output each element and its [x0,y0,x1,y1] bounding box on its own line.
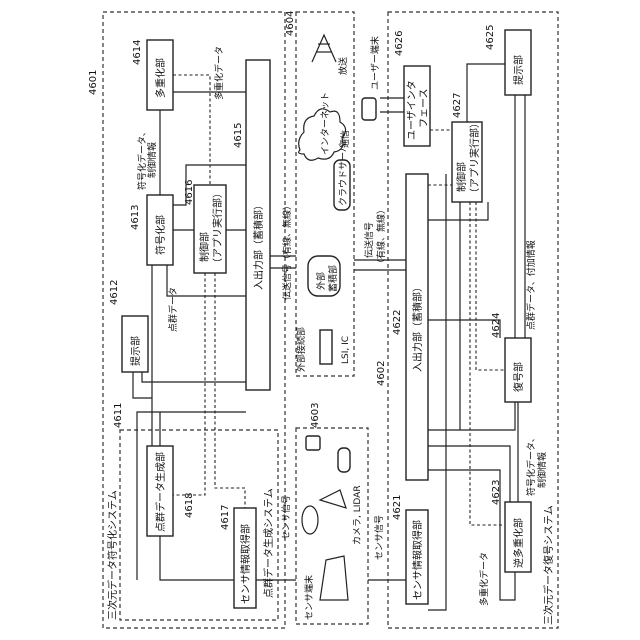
label-external-storage-2: 蓄積部 [327,265,339,292]
camera-icon [338,448,350,472]
label-encoded-data-1: 符号化データ、 [136,127,148,190]
ref-4612: 4612 [109,280,120,305]
label-cloud-server: クラウドサーバ [338,143,349,206]
ref-4611: 4611 [113,403,124,428]
block-4627-label-1: 制御部 [455,162,468,192]
label-control-info: 制御情報 [146,142,158,178]
label-internet: インターネット [320,92,331,155]
ref-4615: 4615 [233,123,244,148]
ref-4617: 4617 [220,505,231,530]
label-multiplexed-data-bottom: 多重化データ [478,552,490,606]
ref-4613: 4613 [130,205,141,230]
lsi-chip-icon [320,330,332,364]
pc-generation-system-label: 点群データ生成システム [262,488,275,598]
label-lsi: LSI, IC [341,336,351,364]
decoding-system-label: 三次元データ復号システム [542,505,555,625]
ref-4622: 4622 [392,310,403,335]
ref-4627: 4627 [452,93,463,118]
ref-4614: 4614 [132,40,143,65]
block-4613-label: 符号化部 [154,215,167,255]
ref-4604: 4604 [285,11,296,36]
label-transmission-signal-right-2: （有線、無線） [375,205,387,268]
block-4615-label: 入出力部（蓄積部） [252,200,265,290]
ref-4621: 4621 [392,495,403,520]
broadcast-tower-icon [312,35,336,62]
block-4616-label-1: 制御部 [198,232,211,262]
block-4626-label-1: ユーザインタ [406,80,418,140]
label-sensor-signal-1: センサ信号 [280,495,292,540]
ref-4603: 4603 [310,403,321,428]
label-transmission-signal-right-1: 伝送信号 [363,222,375,258]
block-4624-label: 復号部 [512,362,525,392]
block-4627-label-2: （アプリ実行部） [468,118,481,198]
ref-4626: 4626 [394,31,405,56]
label-transmission-signal-left: 伝送信号（有線、無線） [281,201,293,300]
block-4618-label: 点群データ生成部 [154,452,167,532]
ref-4618: 4618 [184,493,195,518]
block-4616-label-2: （アプリ実行部） [211,188,224,268]
ref-4625: 4625 [485,25,496,50]
block-4617-label: センサ情報取得部 [239,524,252,604]
label-multiplexed-data-top: 多重化データ [213,46,225,100]
ref-4601: 4601 [88,70,99,95]
block-4612-label: 提示部 [129,336,142,366]
label-camera-lidar: カメラ, LIDAR [352,485,363,545]
block-4614-label: 多重化部 [154,58,167,98]
label-sensor-terminal: センサ端末 [303,575,315,620]
label-external-storage-1: 外部 [315,272,327,290]
label-broadcast: 放送 [337,57,349,75]
block-4622-label: 入出力部（蓄積部） [411,282,424,372]
lidar-beam-icon [320,490,346,508]
block-4621-label: センサ情報取得部 [411,520,424,600]
label-pc-data-additional: 点群データ、付加情報 [525,240,537,330]
user-terminal-icon [362,98,376,120]
tablet-icon [306,436,320,450]
block-4626-label-2: フェース [419,89,430,129]
label-external-connection: 外部接続部 [295,327,307,372]
label-sensor-signal-2: センサ信号 [373,515,385,560]
block-4623-label: 逆多重化部 [512,518,525,568]
drone-icon [302,506,318,534]
car-icon [320,556,348,600]
label-user-terminal: ユーザー端末 [369,36,381,90]
ref-4602: 4602 [376,361,387,386]
label-control-info-2: 制御情報 [536,452,548,488]
label-point-cloud-data: 点群データ [167,287,179,332]
block-4625-label: 提示部 [512,55,525,85]
encoding-system-label: 三次元データ符号化システム [106,490,119,620]
label-encoded-data-2: 符号化データ、 [525,433,537,496]
